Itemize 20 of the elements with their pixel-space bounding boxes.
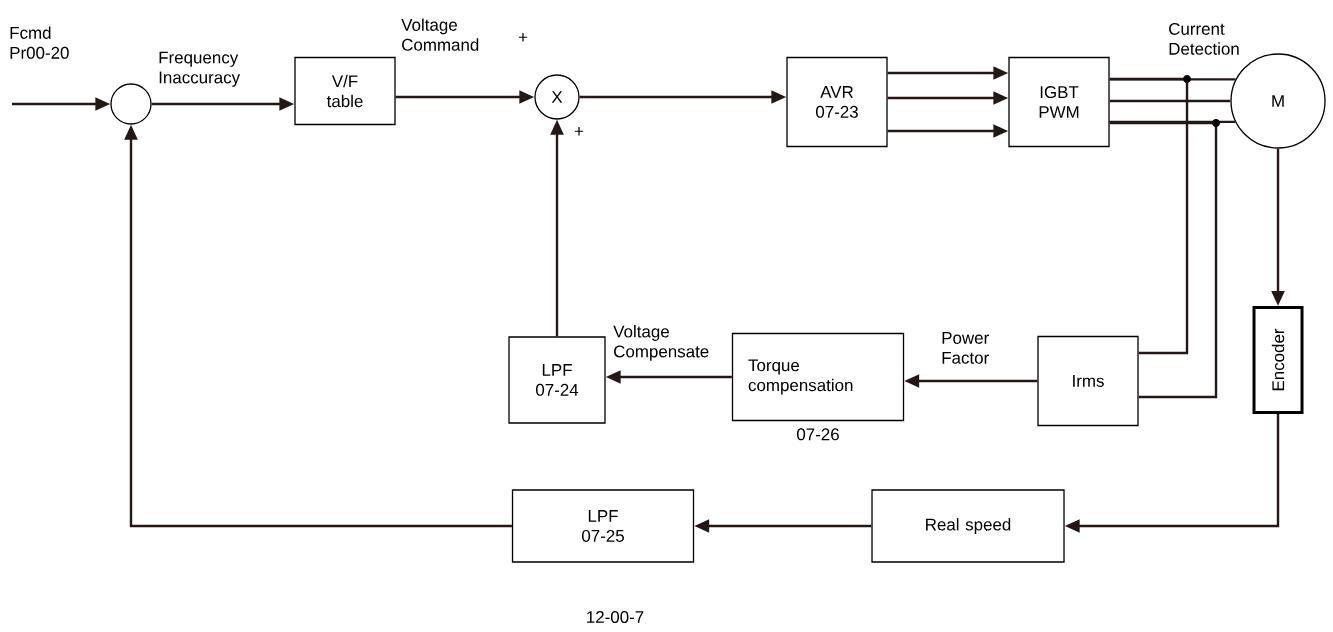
sign-label: + [574, 127, 584, 136]
process-box: LPF 07-24 [508, 336, 606, 424]
edge-label: Fcmd Pr00-20 [10, 26, 69, 59]
encoder-box: Encoder [1252, 306, 1304, 414]
edge-label: Power Factor [942, 332, 989, 364]
process-box: Torque compensation [731, 332, 905, 422]
signal-label: Current Detection [1169, 22, 1239, 55]
caption: 12-00-7 [587, 611, 644, 623]
process-box: LPF 07-25 [511, 489, 695, 563]
process-box: AVR 07-23 [786, 56, 888, 148]
beside-label: 07-26 [797, 428, 839, 441]
process-box: Real speed [871, 489, 1065, 563]
edge-label: Voltage Command [401, 18, 479, 51]
edge-label: Frequency Inaccuracy [159, 51, 241, 87]
process-box: V/F table [294, 56, 396, 126]
summing-circle [110, 83, 152, 125]
sign-label: + [518, 33, 528, 42]
process-box: Irms [1037, 335, 1139, 427]
process-box: IGBT PWM [1008, 56, 1110, 148]
edge-label: Voltage Compensate [613, 325, 709, 361]
